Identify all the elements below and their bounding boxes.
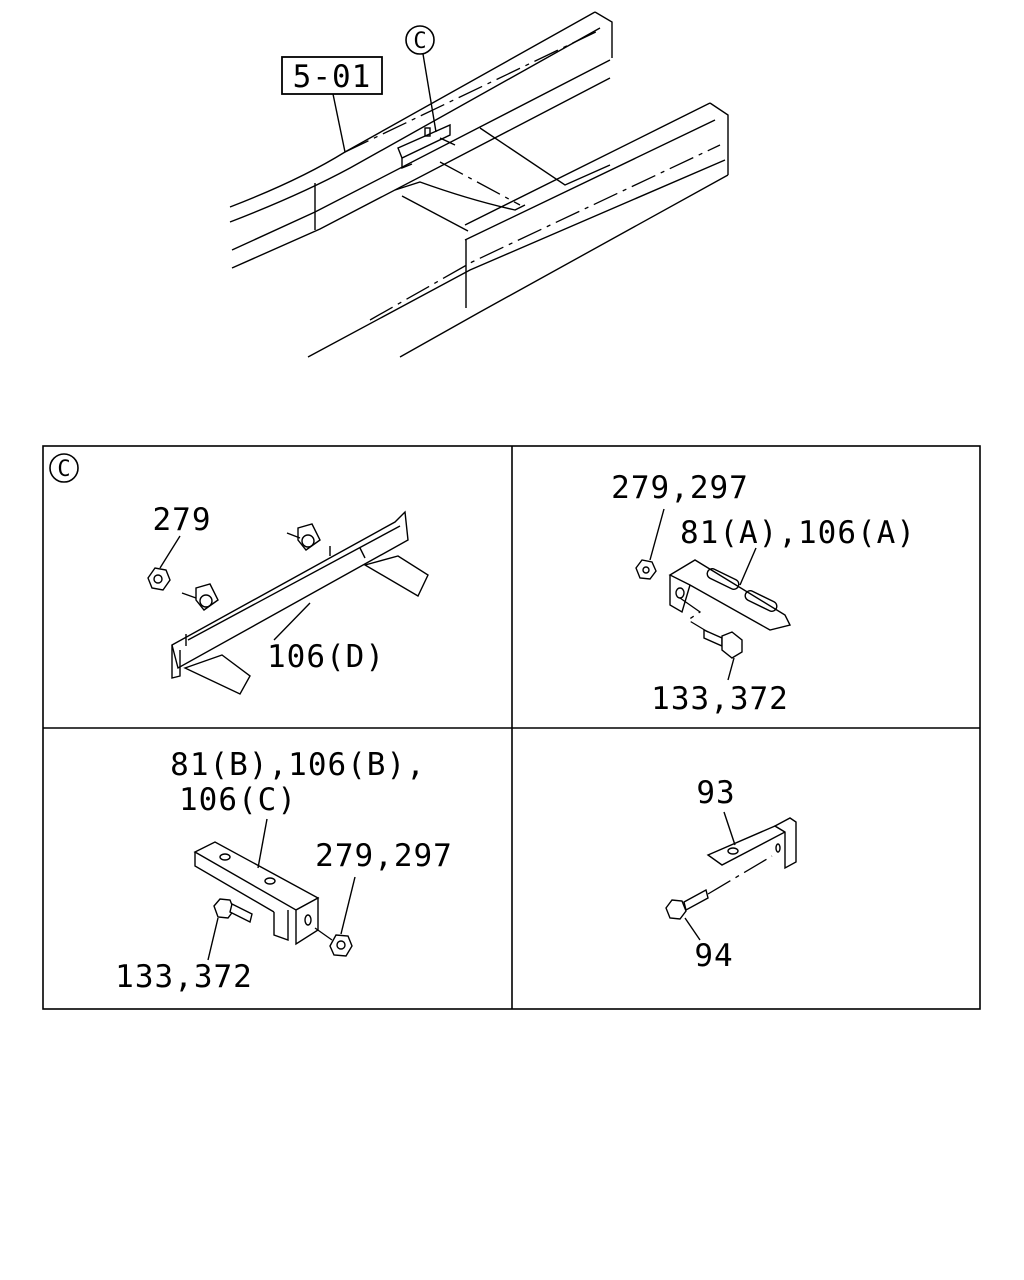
chassis-frame-overview <box>229 11 729 358</box>
panel-a <box>635 508 792 681</box>
bracket-93-drawing <box>706 817 797 870</box>
nut-279-297-b-drawing <box>329 934 353 957</box>
panel-c-marker-letter: C <box>57 457 70 482</box>
bracket-81a-106a-drawing <box>668 559 792 631</box>
callout-c-letter: C <box>413 29 426 54</box>
label-93: 93 <box>696 775 735 811</box>
callout-c-circle <box>405 25 435 55</box>
reference-box-label: 5-01 <box>293 59 372 95</box>
bolt-94-drawing <box>665 888 709 920</box>
label-106c: 106(C) <box>179 782 297 818</box>
detail-grid <box>42 445 981 1010</box>
reference-box <box>281 56 383 95</box>
label-133-372-b: 133,372 <box>115 959 253 995</box>
label-133-372-a: 133,372 <box>651 681 789 717</box>
label-81b-106b: 81(B),106(B), <box>170 747 426 783</box>
label-279-297-a: 279,297 <box>611 470 749 506</box>
bracket-106d-drawing <box>171 510 429 695</box>
panel-d <box>665 811 797 941</box>
nut-279-297-a-drawing <box>635 559 657 580</box>
label-81a-106a: 81(A),106(A) <box>680 515 916 551</box>
panel-c-marker-circle <box>49 453 79 483</box>
panel-b <box>193 818 356 961</box>
bolt-133-372-a-drawing <box>703 628 743 659</box>
panel-c <box>49 453 429 695</box>
nut-279-drawing <box>147 567 171 591</box>
label-279-297-b: 279,297 <box>315 838 453 874</box>
label-94: 94 <box>694 938 733 974</box>
label-106d: 106(D) <box>267 639 385 675</box>
bracket-81b-106b-106c-drawing <box>193 841 320 946</box>
bolt-133-372-b-drawing <box>213 898 253 924</box>
label-279: 279 <box>153 502 212 538</box>
